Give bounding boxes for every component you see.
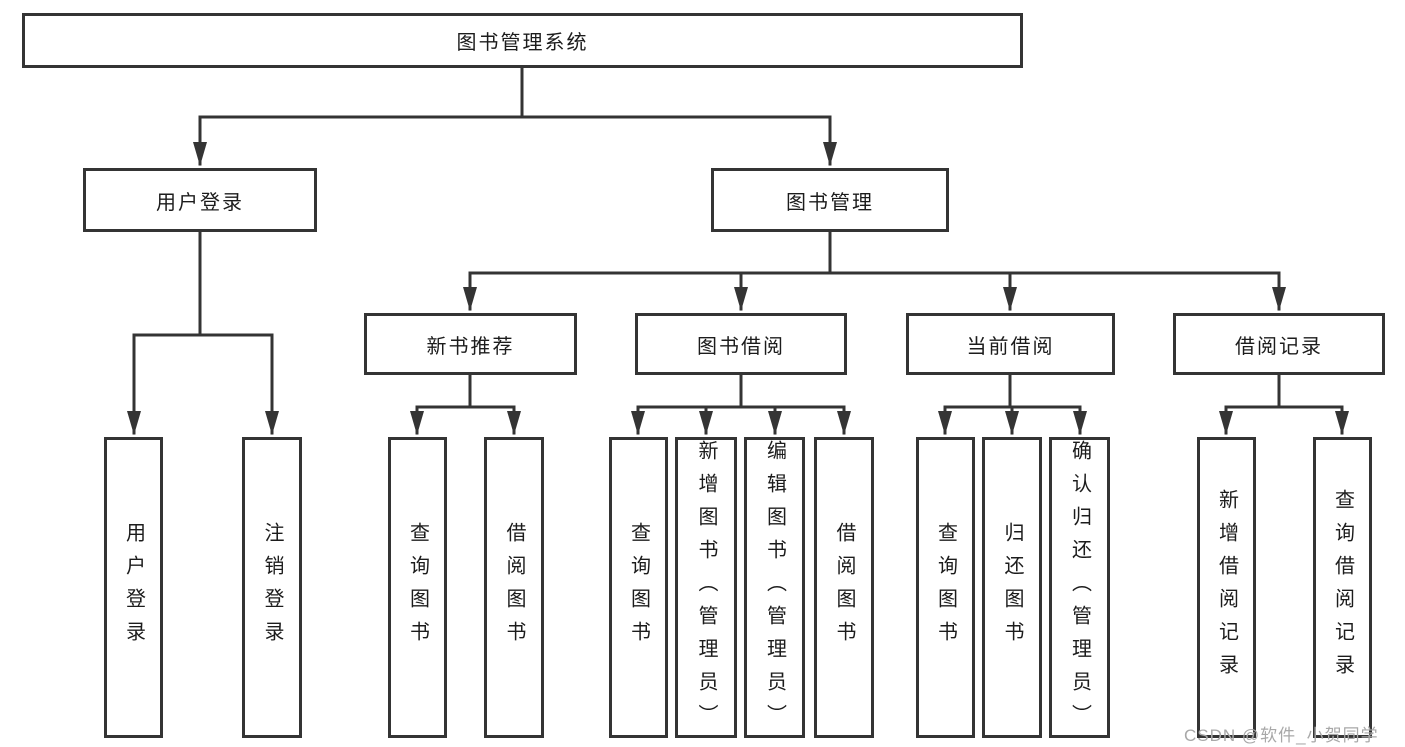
leaf-add-borrow-record: 新增借阅记录 (1197, 437, 1256, 738)
node-current-borrowing: 当前借阅 (906, 313, 1115, 375)
leaf-query-books-recommend: 查询图书 (388, 437, 447, 738)
node-borrow-records: 借阅记录 (1173, 313, 1385, 375)
node-library-system: 图书管理系统 (22, 13, 1023, 68)
node-book-management: 图书管理 (711, 168, 949, 232)
leaf-user-login: 用户登录 (104, 437, 163, 738)
leaf-logout: 注销登录 (242, 437, 302, 738)
node-new-book-recommend: 新书推荐 (364, 313, 577, 375)
leaf-borrow-books-recommend: 借阅图书 (484, 437, 544, 738)
leaf-query-borrow-record: 查询借阅记录 (1313, 437, 1372, 738)
leaf-return-books: 归还图书 (982, 437, 1042, 738)
leaf-query-books-current: 查询图书 (916, 437, 975, 738)
leaf-edit-books-admin: 编辑图书（管理员） (744, 437, 805, 738)
trunk-root-to-level2 (198, 66, 832, 119)
leaf-confirm-return-admin: 确认归还（管理员） (1049, 437, 1110, 738)
leaf-borrow-books: 借阅图书 (814, 437, 874, 738)
leaf-query-books-borrow: 查询图书 (609, 437, 668, 738)
trunk-user-login (132, 230, 274, 337)
node-user-login: 用户登录 (83, 168, 317, 232)
trunk-new-book (415, 373, 516, 409)
leaf-add-books-admin: 新增图书（管理员） (675, 437, 737, 738)
csdn-watermark: CSDN @软件_小贺同学 (1184, 726, 1379, 745)
trunk-book-management (468, 230, 1281, 275)
trunk-borrow-records (1224, 373, 1344, 409)
trunk-current-borrow (943, 373, 1082, 409)
node-book-borrowing: 图书借阅 (635, 313, 847, 375)
trunk-book-borrow (636, 373, 846, 409)
